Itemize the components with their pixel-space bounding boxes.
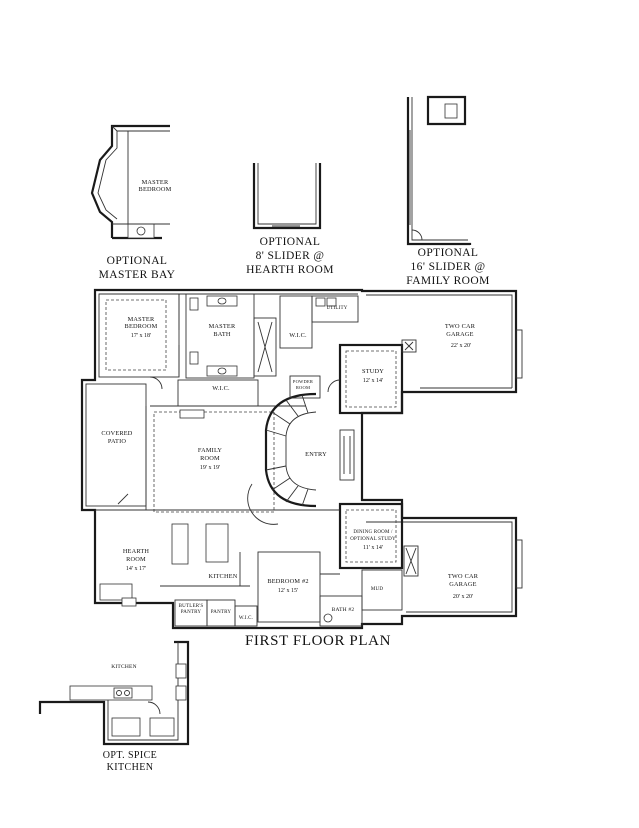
utility-label: UTILITY: [326, 306, 347, 311]
covered-patio-label-2: PATIO: [108, 438, 127, 445]
powder-label-2: ROOM: [296, 385, 310, 390]
garage-top-label-1: TWO CAR: [445, 323, 476, 330]
garage-bottom-label-2: GARAGE: [449, 581, 476, 588]
optional-16-slider-detail: OPTIONAL 16' SLIDER @ FAMILY ROOM: [406, 95, 489, 287]
wic-bottom-label: W.I.C.: [239, 616, 253, 621]
master-bath-label-2: BATH: [213, 331, 230, 338]
family-room-label-2: ROOM: [200, 455, 220, 462]
optional-8-slider-caption-line3: HEARTH ROOM: [246, 264, 334, 276]
powder-label-1: POWDER: [293, 379, 313, 384]
covered-patio-label-1: COVERED: [101, 430, 132, 437]
master-bath-label-1: MASTER: [209, 323, 236, 330]
bedroom2-dim: 12' x 15': [278, 588, 298, 594]
dining-label-1: DINING ROOM /: [353, 530, 393, 535]
mud-label: MUD: [371, 587, 383, 592]
optional-16-slider-caption-line1: OPTIONAL: [418, 247, 479, 259]
spice-kitchen-room-label: KITCHEN: [111, 664, 137, 670]
dining-label-2: OPTIONAL STUDY: [350, 537, 396, 542]
bedroom2-label: BEDROOM #2: [267, 578, 308, 585]
study-label: STUDY: [362, 368, 384, 375]
optional-bay-room-line2: BEDROOM: [139, 186, 172, 193]
optional-8-slider-caption-line2: 8' SLIDER @: [256, 250, 325, 262]
kitchen-label: KITCHEN: [208, 573, 237, 580]
optional-master-bay-caption-line2: MASTER BAY: [99, 269, 176, 281]
optional-16-slider-caption-line2: 16' SLIDER @: [411, 261, 486, 273]
spice-kitchen-caption-line2: KITCHEN: [107, 762, 154, 773]
study-dim: 12' x 14': [363, 378, 383, 384]
family-room-label-1: FAMILY: [198, 447, 222, 454]
garage-top-dim: 22' x 20': [451, 343, 471, 349]
garage-top-label-2: GARAGE: [446, 331, 473, 338]
master-bedroom-dim: 17' x 18': [131, 333, 151, 339]
optional-spice-kitchen-detail: KITCHEN OPT. SPICE KITCHEN: [38, 640, 190, 773]
dining-dim: 11' x 14': [363, 545, 383, 551]
hearth-room-label-2: ROOM: [126, 556, 146, 563]
butlers-pantry-label-1: BUTLER'S: [179, 604, 204, 609]
butlers-pantry-label-2: PANTRY: [181, 610, 202, 615]
garage-bottom-label-1: TWO CAR: [448, 573, 479, 580]
garage-bottom-dim: 20' x 20': [453, 594, 473, 600]
entry-label: ENTRY: [305, 451, 327, 458]
pantry-label: PANTRY: [211, 610, 232, 615]
master-bedroom-label-2: BEDROOM: [125, 323, 158, 330]
plan-title: FIRST FLOOR PLAN: [245, 633, 391, 649]
optional-16-slider-caption-line3: FAMILY ROOM: [406, 275, 489, 287]
family-room-dim: 19' x 19': [200, 465, 220, 471]
optional-bay-room-line1: MASTER: [142, 179, 169, 186]
hearth-room-label-1: HEARTH: [123, 548, 150, 555]
optional-8-slider-caption-line1: OPTIONAL: [260, 236, 321, 248]
hearth-room-dim: 14' x 17': [126, 566, 146, 572]
optional-master-bay-caption-line1: OPTIONAL: [107, 255, 168, 267]
spice-kitchen-caption-line1: OPT. SPICE: [103, 750, 157, 761]
master-bedroom-label-1: MASTER: [128, 316, 155, 323]
first-floor-plan: MASTER BEDROOM 17' x 18' MASTER BATH W.I…: [80, 288, 523, 649]
optional-master-bay-detail: MASTER BEDROOM OPTIONAL MASTER BAY: [90, 124, 176, 281]
bath2-label: BATH #2: [332, 607, 355, 613]
optional-8-slider-detail: OPTIONAL 8' SLIDER @ HEARTH ROOM: [246, 163, 334, 276]
wic-top-label: W.I.C.: [289, 332, 307, 339]
wic-mid-label: W.I.C.: [212, 385, 230, 392]
